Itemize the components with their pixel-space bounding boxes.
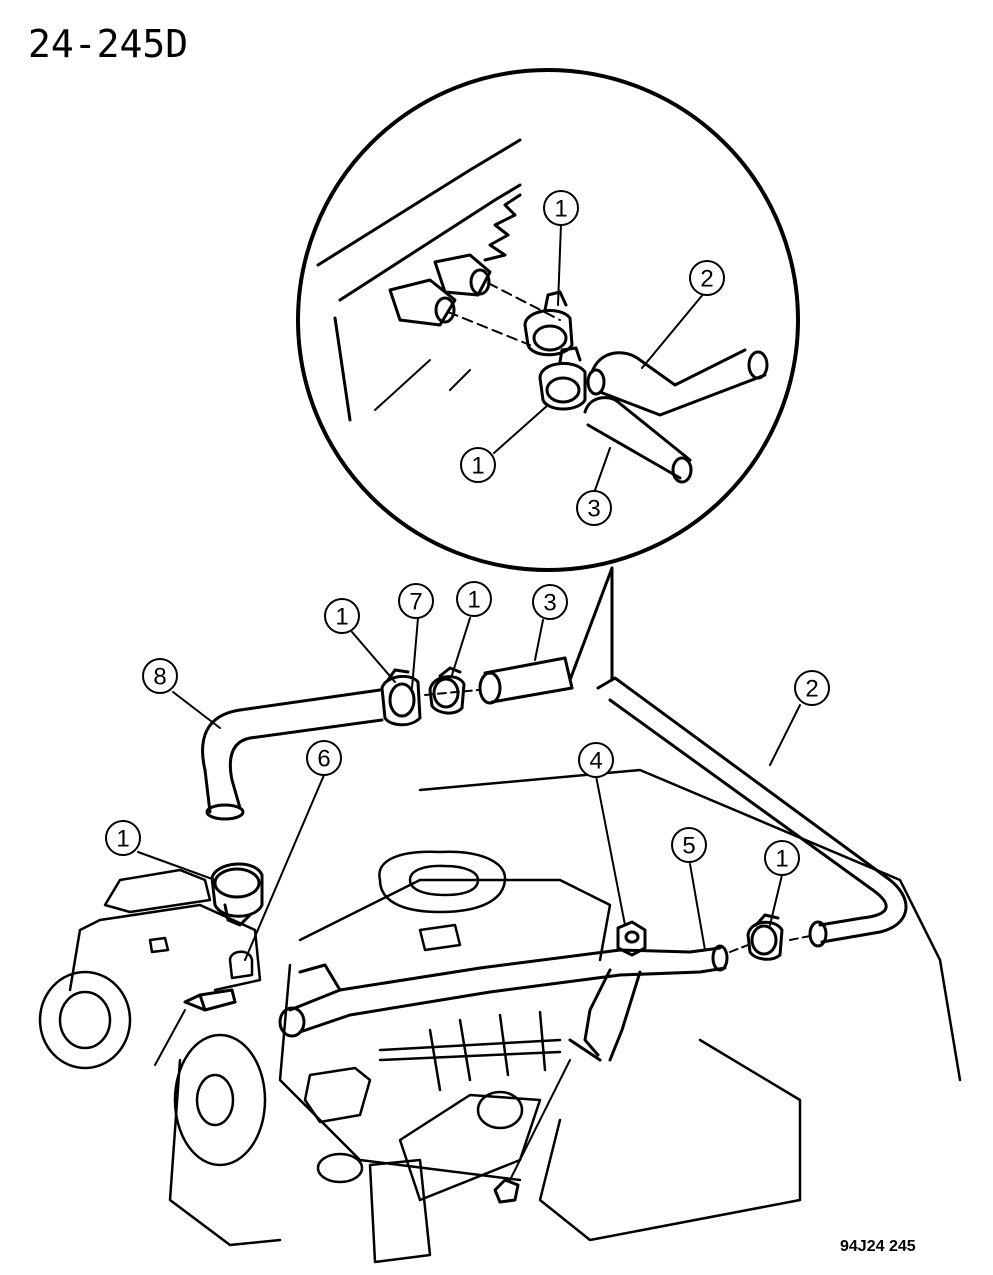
callout-clamp-a [324, 598, 360, 634]
callout-detail-hose-3 [576, 490, 612, 526]
detail-heater-nipples [388, 253, 561, 346]
detail-hose-3-shape [583, 396, 693, 484]
callout-label: 6 [317, 746, 330, 773]
clamp-b-shape [428, 666, 466, 715]
bolt-6-shape [183, 988, 237, 1012]
bottom-stud-shape [493, 1059, 571, 1204]
callout-label: 1 [471, 453, 484, 480]
callout-label: 1 [335, 604, 348, 631]
callout-detail-clamp-lower [460, 447, 496, 483]
callout-hose-8 [142, 658, 178, 694]
callout-label: 2 [805, 676, 818, 703]
callout-label: 8 [153, 664, 166, 691]
detail-clamp-upper-shape [523, 290, 574, 357]
callout-detail-clamp-upper [543, 190, 579, 226]
callout-hose-3 [532, 584, 568, 620]
detail-hose-2-shape [586, 348, 769, 417]
callout-fitting-7 [398, 583, 434, 619]
callout-label: 1 [467, 587, 480, 614]
hose-2-shape [596, 676, 908, 948]
callout-label: 7 [409, 589, 422, 616]
callout-label: 1 [116, 826, 129, 853]
callout-label: 4 [589, 748, 602, 775]
clamp-c-shape [210, 862, 264, 927]
engine-outline [38, 768, 962, 1264]
detail-view-circle [296, 68, 800, 572]
callout-label: 5 [682, 833, 695, 860]
callout-label: 1 [775, 846, 788, 873]
callout-clamp-c [105, 820, 141, 856]
detail-body-panel [316, 138, 522, 422]
detail-leader-line [568, 566, 614, 682]
page-title: 24-245D [28, 22, 189, 66]
figure-code: 94J24 245 [840, 1238, 916, 1255]
callout-nut-4 [578, 742, 614, 778]
clamp-d-shape [746, 913, 784, 961]
callout-bolt-6 [306, 740, 342, 776]
callout-label: 3 [543, 590, 556, 617]
nut-4-shape [616, 920, 647, 957]
hose-8-shape [201, 688, 384, 821]
callout-label: 3 [587, 496, 600, 523]
hose-3-shape [478, 656, 574, 705]
callout-tube-5 [671, 827, 707, 863]
callout-clamp-d [764, 840, 800, 876]
callout-clamp-b [456, 581, 492, 617]
callout-hose-2 [794, 670, 830, 706]
callout-detail-hose-2 [689, 260, 725, 296]
detail-clamp-lower-shape [538, 346, 587, 411]
callout-label: 2 [700, 266, 713, 293]
tube-5-shape [278, 944, 729, 1062]
clamp-a-shape [380, 668, 422, 727]
callout-label: 1 [554, 196, 567, 223]
